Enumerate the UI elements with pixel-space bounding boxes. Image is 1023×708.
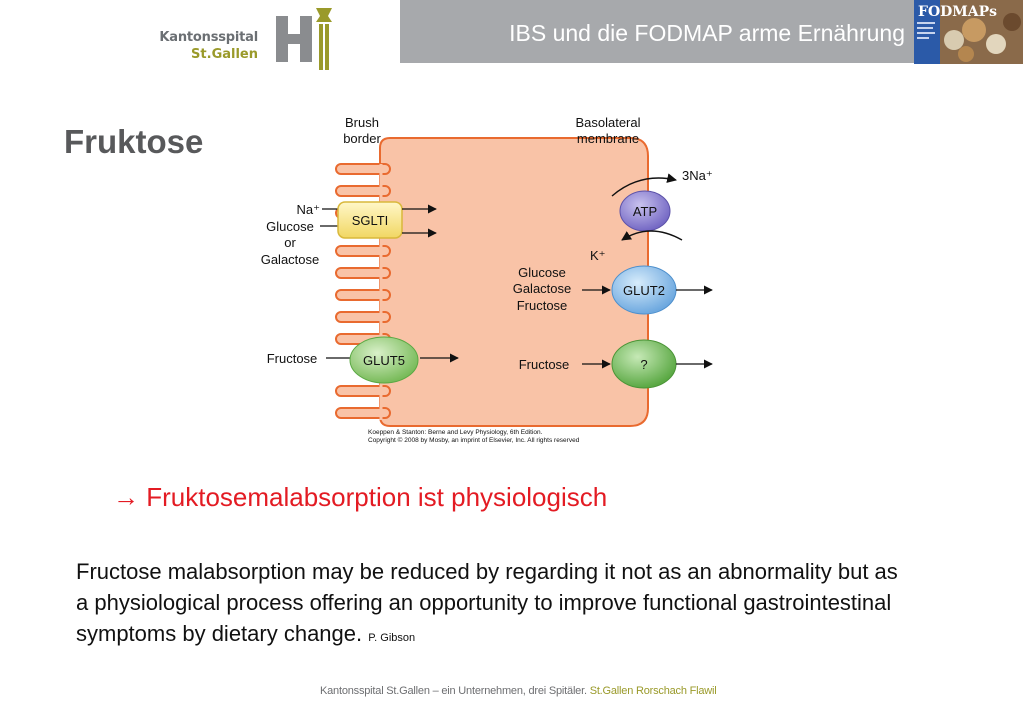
conclusion-statement: → Fruktosemalabsorption ist physiologisc… <box>113 482 608 512</box>
basolateral-label-2: membrane <box>577 131 639 146</box>
sglt-input-glucose: Glucose <box>266 219 314 234</box>
presentation-title: IBS und die FODMAP arme Ernährung <box>509 20 905 46</box>
glut2-input-galactose: Galactose <box>513 281 572 296</box>
fructose-inner-label: Fructose <box>519 357 570 372</box>
atp-label: ATP <box>633 204 657 219</box>
hospital-logo-text: Kantonsspital St.Gallen <box>150 30 258 62</box>
footer: Kantonsspital St.Gallen – ein Unternehme… <box>320 685 717 697</box>
fructose-transport-diagram: Brush border Basolateral membrane Na⁺ Gl… <box>261 115 713 444</box>
footer-text: Kantonsspital St.Gallen – ein Unternehme… <box>320 685 587 697</box>
logo-line-1: Kantonsspital <box>159 30 258 45</box>
quote-attribution: P. Gibson <box>368 632 416 644</box>
figure-credit-2: Copyright © 2008 by Mosby, an imprint of… <box>368 436 580 444</box>
figure-credit-1: Koeppen & Stanton: Berne and Levy Physio… <box>368 429 543 436</box>
glut5-transporter <box>349 336 419 384</box>
na-out-label: 3Na⁺ <box>682 168 713 183</box>
sglt-input-or: or <box>284 235 296 250</box>
fructose-input-label: Fructose <box>267 351 318 366</box>
slide-title: Fruktose <box>64 123 204 160</box>
unknown-label: ? <box>640 357 647 372</box>
sglt-input-na: Na⁺ <box>297 202 320 217</box>
sglt-input-galactose: Galactose <box>261 252 320 267</box>
k-in-label: K⁺ <box>590 248 606 263</box>
fodmap-book-image: FODMAPs <box>914 0 1023 64</box>
brush-border-label-1: Brush <box>345 115 379 130</box>
footer-sites: St.Gallen Rorschach Flawil <box>589 685 717 697</box>
glut2-input-fructose: Fructose <box>517 298 568 313</box>
enterocyte-cell <box>335 137 649 427</box>
logo-line-2: St.Gallen <box>191 47 258 62</box>
brush-border-label-2: border <box>343 131 381 146</box>
gibson-quote: Fructose malabsorption may be reduced by… <box>76 556 916 654</box>
glut2-input-glucose: Glucose <box>518 265 566 280</box>
glut5-label: GLUT5 <box>363 353 405 368</box>
sglt-label: SGLTI <box>352 213 389 228</box>
title-bar: IBS und die FODMAP arme Ernährung <box>400 0 915 63</box>
hospital-logo-icon <box>276 8 332 70</box>
basolateral-label-1: Basolateral <box>575 115 640 130</box>
fodmap-book-label: FODMAPs <box>918 4 997 20</box>
quote-text: Fructose malabsorption may be reduced by… <box>76 559 898 646</box>
glut2-label: GLUT2 <box>623 283 665 298</box>
sglt-transporter <box>337 201 403 239</box>
